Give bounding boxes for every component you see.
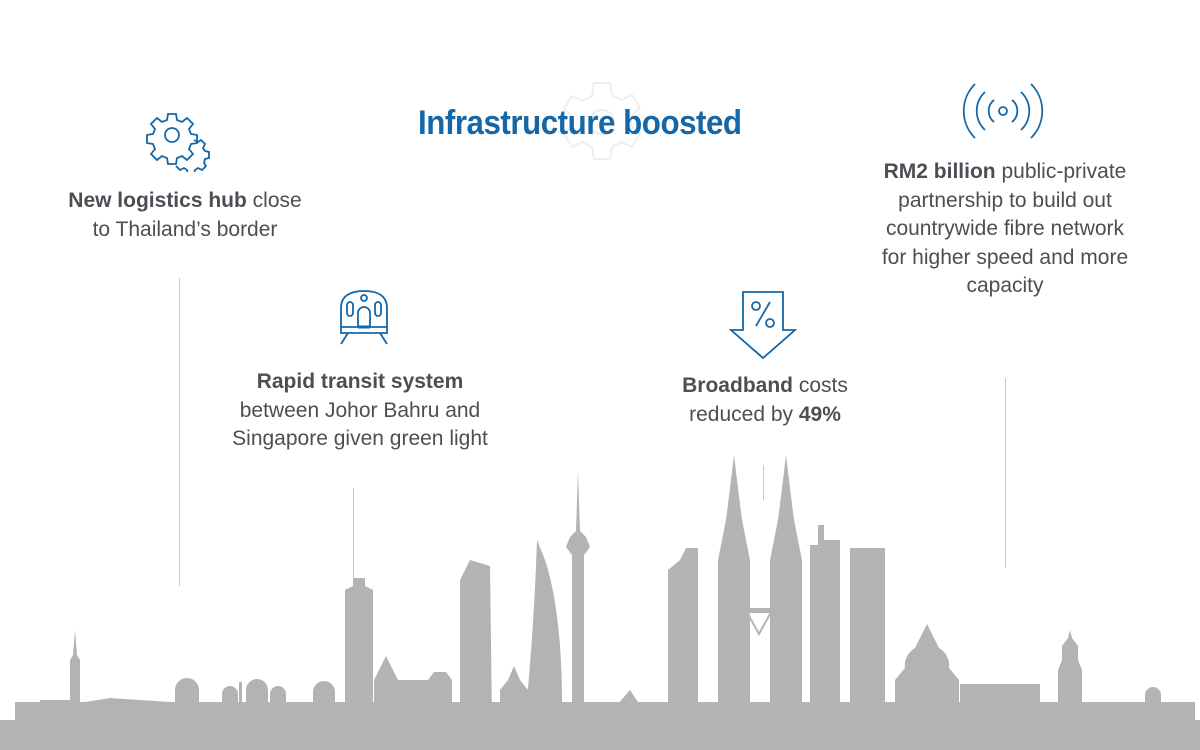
connector-line <box>179 278 180 586</box>
connector-line <box>763 465 764 500</box>
connector-line <box>1005 378 1006 568</box>
gears-icon <box>146 110 214 172</box>
wireless-signal-icon <box>958 80 1048 142</box>
page-title: Infrastructure boosted <box>418 104 742 142</box>
percent-down-arrow-icon <box>728 290 798 360</box>
background-gear-icon <box>562 80 642 165</box>
train-icon <box>338 288 390 350</box>
connector-line <box>353 488 354 586</box>
